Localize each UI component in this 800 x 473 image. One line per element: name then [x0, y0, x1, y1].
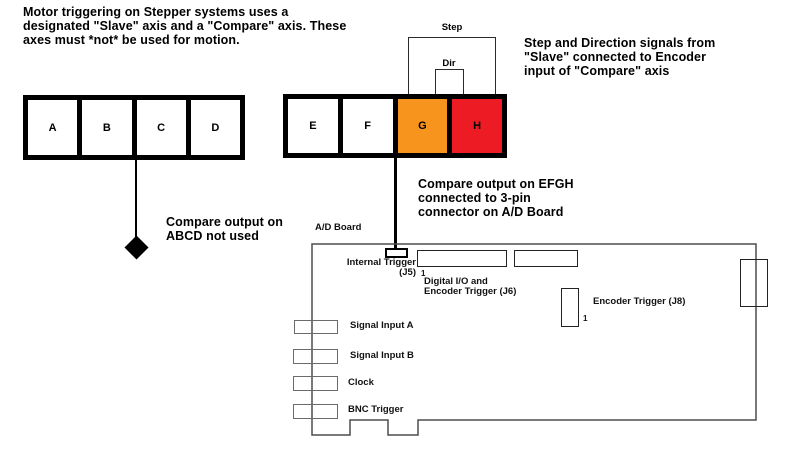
right-edge-connector: [740, 259, 768, 307]
abcd-compare-note: Compare output on ABCD not used: [166, 215, 283, 243]
signal-input-a-connector: [294, 320, 338, 334]
axis-cell-f: F: [342, 99, 393, 153]
j6-connector: [417, 250, 507, 267]
signal-input-b-label: Signal Input B: [350, 350, 414, 361]
axis-cell-c: C: [136, 100, 186, 155]
axis-cell-g-slave: G: [397, 99, 448, 153]
clock-connector: [293, 376, 338, 391]
axis-cell-b: B: [82, 100, 132, 155]
step-signal-label: Step: [441, 22, 463, 33]
axis-cell-e: E: [288, 99, 338, 153]
axis-row-abcd: A B C D: [23, 95, 245, 160]
digital-io-label: Digital I/O and Encoder Trigger (J6): [424, 276, 517, 297]
signal-input-b-connector: [293, 349, 338, 364]
j5-connector: [385, 248, 408, 258]
step-dir-note: Step and Direction signals from "Slave" …: [524, 36, 716, 78]
axis-row-efgh: E F G H: [283, 94, 507, 158]
clock-label: Clock: [348, 377, 374, 388]
encoder-trigger-j8-label: Encoder Trigger (J8): [593, 296, 686, 307]
abcd-compare-line: [135, 160, 137, 240]
efgh-compare-line: [394, 158, 397, 250]
j8-pin1-label: 1: [583, 314, 588, 323]
efgh-compare-note: Compare output on EFGH connected to 3-pi…: [418, 177, 574, 219]
axis-cell-a: A: [28, 100, 78, 155]
dir-signal-label: Dir: [442, 58, 456, 69]
ad-board-title: A/D Board: [315, 222, 362, 233]
intro-note: Motor triggering on Stepper systems uses…: [23, 5, 347, 47]
axis-cell-d: D: [190, 100, 240, 155]
bnc-trigger-label: BNC Trigger: [348, 404, 404, 415]
j6-pin1-label: 1: [421, 269, 426, 278]
j8-connector: [561, 288, 579, 327]
aux-top-connector: [514, 250, 578, 267]
internal-trigger-label: Internal Trigger (J5): [346, 257, 416, 278]
dir-signal-bracket: [435, 69, 464, 97]
diamond-terminator: [124, 235, 149, 260]
bnc-trigger-connector: [293, 404, 338, 419]
signal-input-a-label: Signal Input A: [350, 320, 414, 331]
axis-cell-h-compare: H: [452, 99, 502, 153]
